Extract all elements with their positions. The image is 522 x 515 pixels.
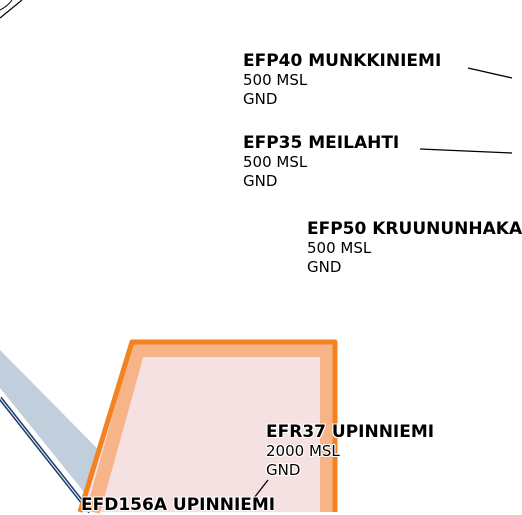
airspace-name: EFP35 MEILAHTI (243, 133, 400, 153)
airspace-upper-limit: 500 MSL (243, 71, 308, 89)
map-edge-arc (0, 0, 13, 11)
airspace-lower-limit: GND (266, 461, 301, 479)
airspace-name: EFP40 MUNKKINIEMI (243, 51, 442, 71)
restricted-area-inner-band (86, 343, 334, 514)
airspace-label-efp40[interactable]: EFP40 MUNKKINIEMI 500 MSL GND (243, 52, 441, 109)
airspace-label-efp35[interactable]: EFP35 MEILAHTI 500 MSL GND (243, 134, 399, 191)
airspace-name: EFR37 UPINNIEMI (266, 422, 435, 442)
airspace-lower-limit: GND (243, 90, 278, 108)
leader-line-efp35 (419, 148, 513, 154)
restricted-area-efr37[interactable] (80, 342, 335, 512)
leader-line-efr37 (253, 479, 269, 499)
map-edge-line (0, 0, 23, 19)
airspace-label-efd156a[interactable]: EFD156A UPINNIEMI (81, 496, 275, 515)
airspace-label-efr37[interactable]: EFR37 UPINNIEMI 2000 MSL GND (266, 423, 434, 480)
airspace-name: EFP50 KRUUNUNHAKA (307, 219, 522, 239)
leader-line-efp40 (467, 67, 513, 79)
airspace-upper-limit: 2000 MSL (266, 442, 340, 460)
airspace-lower-limit: GND (307, 258, 342, 276)
airspace-lower-limit: GND (243, 172, 278, 190)
airspace-label-efp50[interactable]: EFP50 KRUUNUNHAKA 500 MSL GND (307, 220, 522, 277)
restricted-area-outline (77, 339, 338, 513)
airspace-name: EFD156A UPINNIEMI (81, 495, 276, 515)
airspace-upper-limit: 500 MSL (307, 239, 372, 257)
airspace-upper-limit: 500 MSL (243, 153, 308, 171)
corridor-edge-line-inner (0, 397, 91, 513)
